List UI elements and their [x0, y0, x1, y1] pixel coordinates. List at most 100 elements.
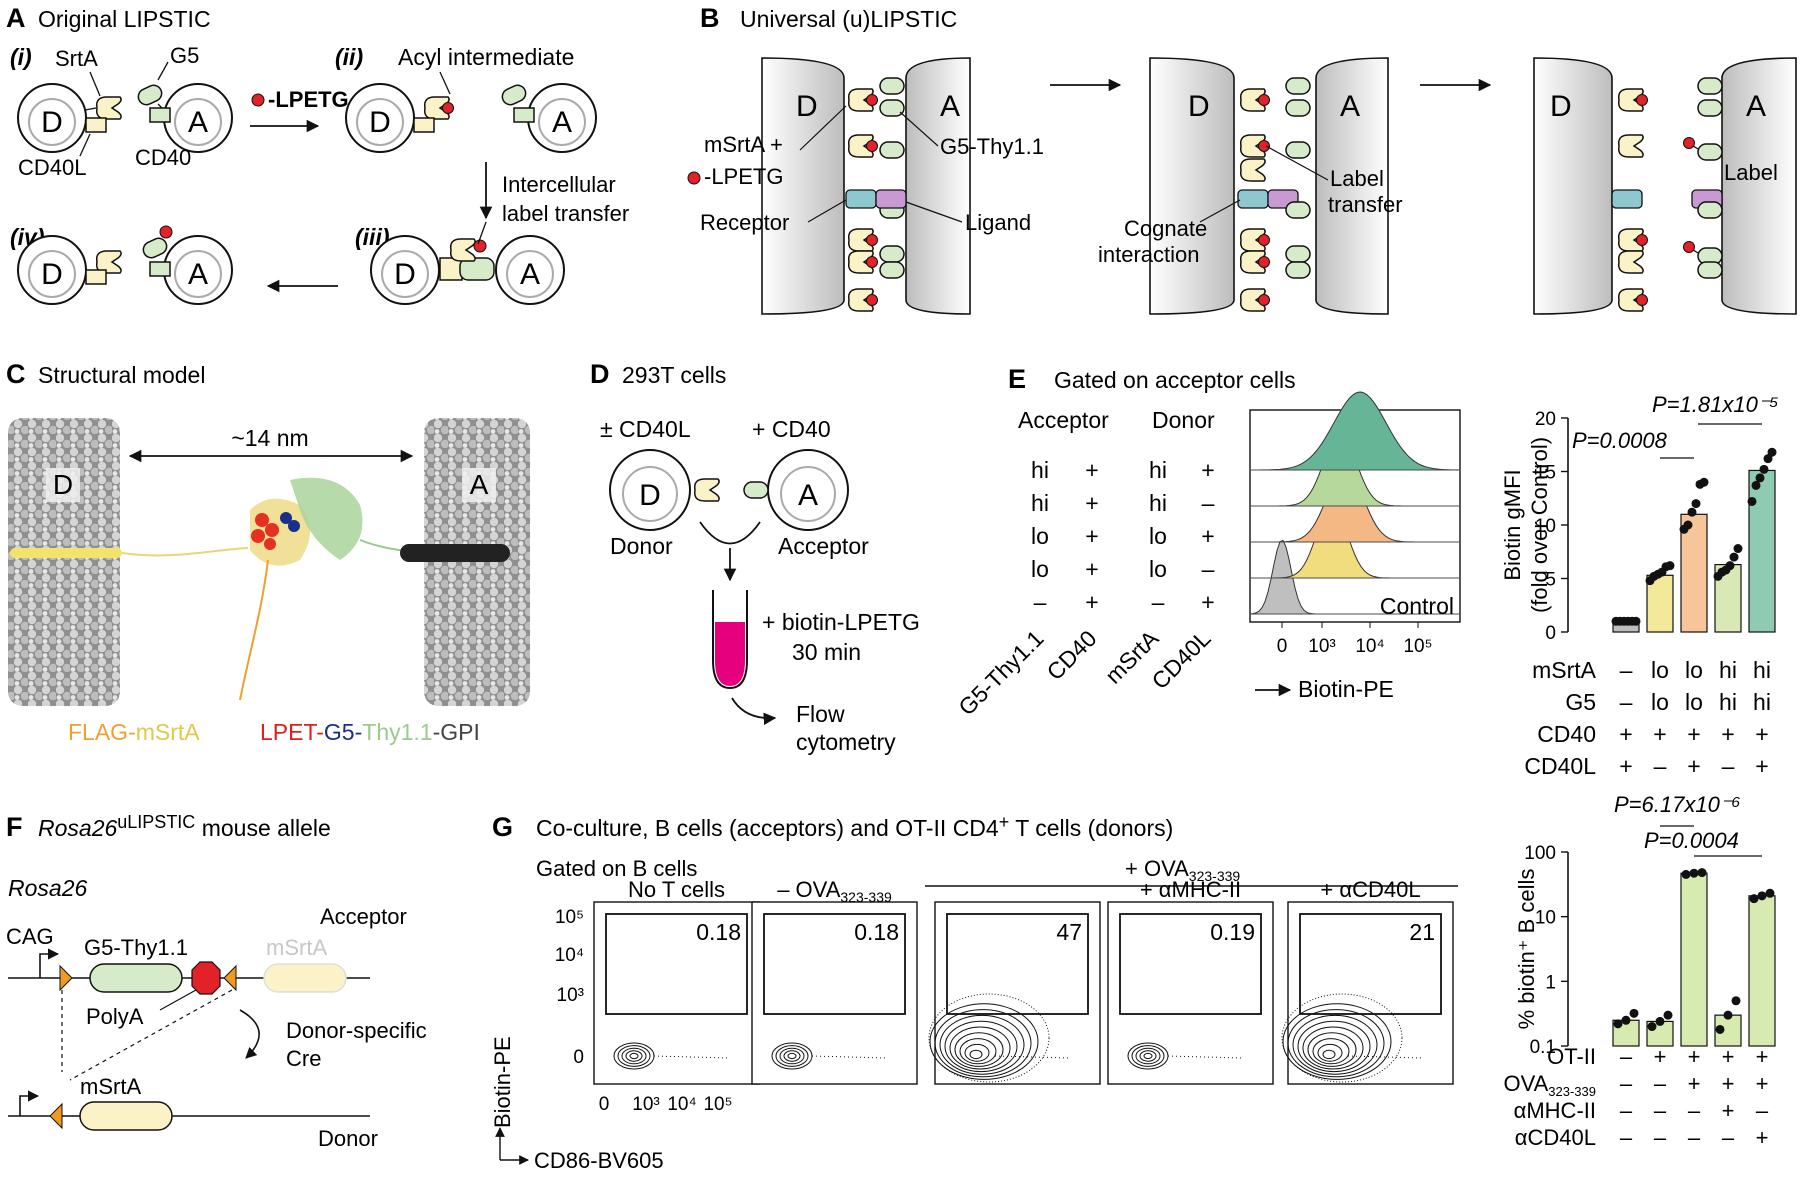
c-distance: ~14 nm — [231, 425, 308, 451]
b-donor-3: D — [1550, 90, 1572, 123]
d-cd40: + CD40 — [752, 416, 831, 442]
g-data-point — [1765, 888, 1775, 898]
panel-e-letter: E — [1008, 364, 1026, 394]
g-data-point — [1715, 1024, 1725, 1034]
g-contour — [775, 1045, 809, 1067]
e-table-cell: – — [1034, 589, 1047, 615]
e-table-row-label: mSrtA — [1532, 657, 1597, 683]
g-table-value: – — [1756, 1098, 1769, 1123]
c-legend-right: LPET-G5-Thy1.1-GPI — [260, 719, 480, 745]
e-y-tick-label: 0 — [1545, 623, 1556, 644]
e-y-tick-label: 15 — [1535, 463, 1556, 484]
g-contour — [625, 1050, 643, 1062]
g-contour — [1139, 1050, 1157, 1062]
e-table-value: – — [1620, 689, 1633, 715]
g-table-value: – — [1620, 1125, 1633, 1150]
g-gate — [763, 913, 906, 1015]
d-acceptor-cell: A — [798, 479, 818, 512]
g-plot-label: No T cells — [628, 877, 725, 902]
g-x-tick-label: 0 — [599, 1094, 610, 1115]
g-scatter-tail — [811, 1055, 888, 1059]
f-donor: Donor — [318, 1126, 378, 1151]
g-table-row-label: αCD40L — [1515, 1125, 1596, 1150]
b-surface-proteins-1 — [845, 77, 907, 311]
b-msrta-label: mSrtA + — [704, 132, 783, 157]
g-scatter-tail — [1167, 1055, 1244, 1059]
step-ii-label: (ii) — [335, 44, 363, 70]
e-data-point — [1691, 499, 1701, 509]
donor-cell-ii: D — [345, 83, 454, 153]
e-data-point — [1747, 496, 1757, 506]
b-ligand-label: Ligand — [965, 210, 1031, 235]
g-table-value: – — [1722, 1125, 1735, 1150]
e-table-cell: lo — [1149, 523, 1167, 549]
g-xlabel: CD86-BV605 — [534, 1148, 664, 1173]
g-gate — [1299, 913, 1442, 1015]
e-y-tick-label: 5 — [1545, 570, 1556, 591]
e-hist-tick-label: 0 — [1277, 636, 1288, 657]
g-contour — [1322, 1049, 1336, 1060]
g-ylabel: Biotin-PE — [490, 1036, 515, 1128]
d-cd40l: ± CD40L — [600, 416, 691, 442]
b-surface-proteins-3 — [1611, 77, 1723, 311]
c-acceptor-label: A — [470, 469, 489, 500]
g-scatter-tail — [994, 1055, 1071, 1059]
g-gated: Gated on B cells — [536, 856, 697, 881]
g-gate — [1119, 913, 1262, 1015]
e-data-point — [1759, 464, 1769, 474]
e-table-value: hi — [1719, 689, 1737, 715]
g-gate-value: 0.18 — [696, 919, 741, 945]
d-time: 30 min — [792, 639, 861, 665]
g5-label: G5 — [170, 43, 199, 68]
g-contour — [1307, 1032, 1357, 1067]
legend-part: Thy1.1 — [362, 719, 432, 745]
e-table-cell: – — [1152, 589, 1165, 615]
g-x-tick-label: 10³ — [632, 1094, 659, 1115]
d-donor-label: Donor — [610, 533, 673, 559]
g-plot-frame — [593, 901, 760, 1085]
legend-part: mSrtA — [136, 719, 201, 745]
e-data-point — [1755, 473, 1765, 483]
e-pvalue-1: P=0.0008 — [1572, 428, 1668, 453]
d-test-tube — [712, 590, 748, 690]
g-x-tick-label: 10⁴ — [667, 1094, 696, 1115]
g-contour — [1317, 1043, 1343, 1062]
panel-b-title: Universal (u)LIPSTIC — [740, 6, 957, 32]
g-contour — [783, 1050, 801, 1062]
panel-a-letter: A — [6, 3, 26, 33]
lpetg-label: -LPETG — [268, 87, 349, 112]
acyl-label: Acyl intermediate — [398, 44, 574, 70]
g-ylabel: % biotin⁺ B cells — [1514, 869, 1539, 1030]
g-y-tick-label: 10⁵ — [555, 907, 584, 928]
g-bar — [1714, 1014, 1742, 1047]
panel-f-letter: F — [6, 812, 23, 842]
panel-d-title: 293T cells — [622, 362, 726, 388]
g-gate-value: 0.18 — [854, 919, 899, 945]
e-table-value: hi — [1753, 657, 1771, 683]
g-gate — [605, 913, 748, 1015]
e-table-cell: lo — [1031, 556, 1049, 582]
e-hist-xlabel: Biotin-PE — [1298, 676, 1394, 702]
e-y-tick-label: 20 — [1535, 409, 1556, 430]
panel-c: C Structural model D A ~14 nm FLAG-mSrtA… — [6, 359, 530, 745]
e-data-point — [1767, 447, 1777, 457]
g-contour — [964, 1043, 990, 1062]
g-contour — [621, 1047, 647, 1065]
b-surface-proteins-2 — [1237, 77, 1311, 311]
e-data-point — [1729, 552, 1739, 562]
b-acceptor-3: A — [1746, 90, 1766, 123]
panel-e: E Gated on acceptor cells Acceptor Donor… — [953, 364, 1778, 779]
g-plot-frame — [934, 901, 1101, 1085]
d-flow-1: Flow — [796, 701, 845, 727]
g-table-value: – — [1654, 1098, 1667, 1123]
e-table-row-label: CD40L — [1524, 753, 1596, 779]
g-y-tick-label: 10⁴ — [555, 945, 584, 966]
g-contour — [949, 1026, 1011, 1070]
e-table-cell: + — [1085, 523, 1098, 549]
panel-e-title: Gated on acceptor cells — [1054, 367, 1296, 393]
g-table-row-label: OT-II — [1547, 1044, 1596, 1069]
e-donor-header: Donor — [1152, 407, 1215, 433]
